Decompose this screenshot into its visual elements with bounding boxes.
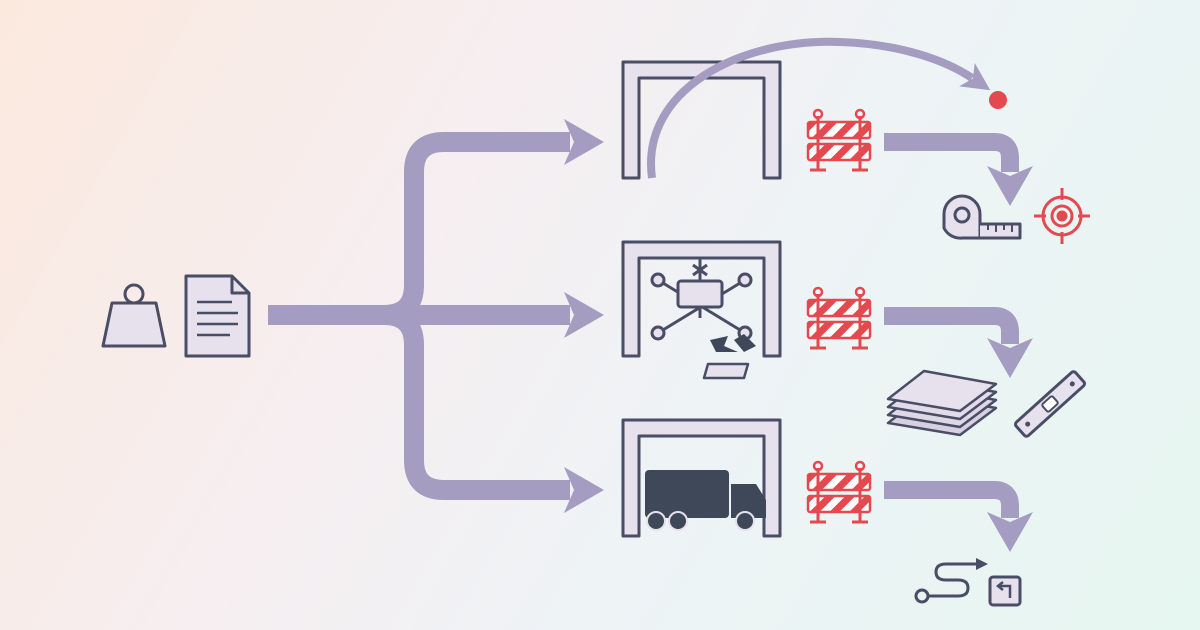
gate-frame-icon <box>621 240 782 358</box>
branch-arrows <box>268 119 604 513</box>
lower-branch-arrow <box>383 305 604 513</box>
spirit-level-icon <box>1013 370 1087 438</box>
barrier-icon <box>806 108 872 172</box>
debris-icon <box>702 334 756 380</box>
gate-frame-icon <box>621 60 782 180</box>
turn-sign-icon <box>988 575 1022 607</box>
route-icon <box>914 558 988 604</box>
outcome-arrow-1 <box>884 133 1033 206</box>
outcome-arrow-3 <box>884 481 1033 552</box>
arc-arrow <box>647 37 991 179</box>
barrier-icon <box>806 460 872 524</box>
truck-icon <box>645 470 766 531</box>
barrier-icon <box>806 286 872 350</box>
outcome-arrow-2 <box>884 307 1033 378</box>
weight-icon <box>101 283 167 348</box>
target-icon <box>1034 188 1090 244</box>
document-icon <box>184 274 251 358</box>
outcome-arrows <box>884 133 1033 552</box>
gate-frame-icon <box>621 418 782 538</box>
crane-icon <box>650 258 753 341</box>
stacked-sheets-icon <box>886 369 998 437</box>
tape-measure-icon <box>942 194 1022 240</box>
red-dot-icon <box>989 91 1007 109</box>
upper-branch-arrow <box>383 119 604 325</box>
